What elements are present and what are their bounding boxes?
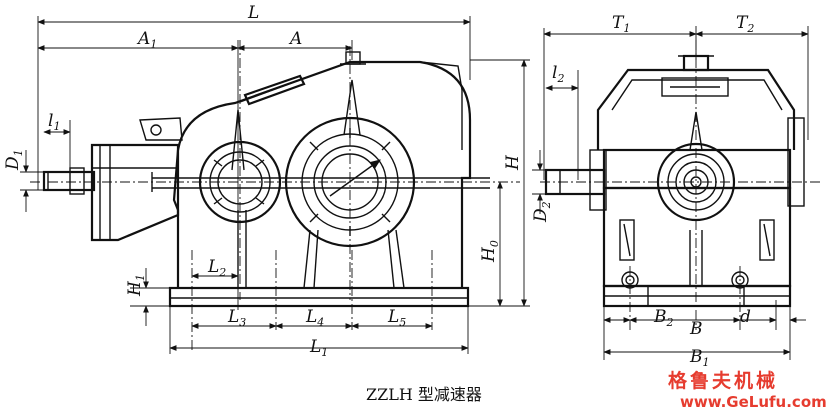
label-H1: H1 <box>125 274 147 297</box>
label-L2: L2 <box>207 257 226 279</box>
label-T2: T2 <box>736 13 754 35</box>
label-D2: D2 <box>531 201 553 223</box>
figure-caption: ZZLH 型减速器 <box>366 385 482 404</box>
label-A1: A1 <box>136 29 157 51</box>
label-L4: L4 <box>305 307 324 329</box>
label-H: H <box>503 154 523 171</box>
label-L3: L3 <box>227 307 246 329</box>
label-B: B <box>689 319 703 339</box>
label-A: A <box>288 29 302 49</box>
label-B1: B1 <box>689 347 710 369</box>
label-d: d <box>740 307 751 327</box>
label-L: L <box>247 3 259 23</box>
label-L1: L1 <box>309 337 328 359</box>
watermark-name: 格鲁夫机械 <box>668 369 778 392</box>
side-view: T1 T2 l2 D2 B2 B d B1 <box>531 13 820 369</box>
label-D1: D1 <box>3 149 25 171</box>
front-view: L A1 A l1 D1 H H0 H1 L2 L3 L4 L5 L1 <box>3 3 530 359</box>
label-T1: T1 <box>612 13 630 35</box>
label-L5: L5 <box>387 307 406 329</box>
label-l1: l1 <box>48 111 60 133</box>
watermark-url: www.GeLufu.com <box>680 393 826 411</box>
label-l2: l2 <box>552 63 564 85</box>
label-B2: B2 <box>653 307 674 329</box>
label-H0: H0 <box>479 240 501 263</box>
